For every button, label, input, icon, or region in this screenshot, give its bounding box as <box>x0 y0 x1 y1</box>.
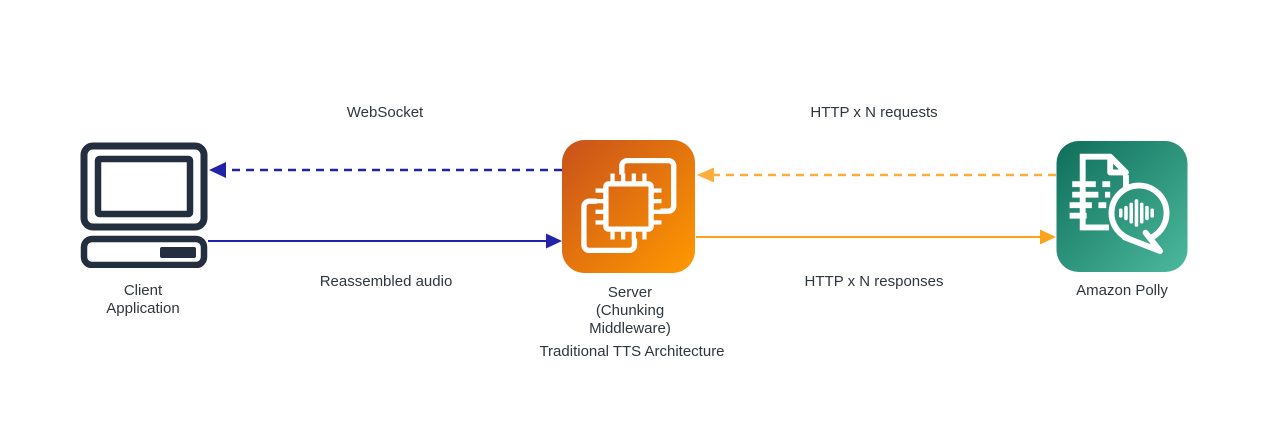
speech-bubble-glyph <box>1108 182 1170 254</box>
websocket-arrow <box>209 162 562 178</box>
client-node <box>80 142 208 268</box>
reassembled-audio-arrow <box>208 233 562 249</box>
client-label-line1: Client <box>123 282 163 299</box>
diagram-title: Traditional TTS Architecture <box>539 343 725 360</box>
server-label-line1: Server <box>607 284 653 301</box>
polly-label: Amazon Polly <box>1076 282 1168 299</box>
server-label-line3: Middleware) <box>589 320 671 337</box>
polly-node <box>1056 141 1188 272</box>
http-responses-label: HTTP x N responses <box>804 273 944 290</box>
http-requests-arrow <box>697 167 1056 183</box>
server-label: Server (Chunking Middleware) <box>550 284 710 338</box>
reassembled-audio-label: Reassembled audio <box>319 273 453 290</box>
document-glyph <box>1069 153 1129 231</box>
server-label-line2: (Chunking <box>595 302 665 319</box>
client-label-line2: Application <box>106 300 180 317</box>
websocket-label: WebSocket <box>346 104 424 121</box>
server-chip-icon <box>562 140 695 273</box>
computer-icon <box>80 142 208 268</box>
client-label: Client Application <box>63 282 223 318</box>
waveform-bars <box>1118 199 1154 227</box>
server-node <box>562 140 695 273</box>
chip-pins <box>595 173 662 240</box>
http-responses-arrow <box>696 229 1056 245</box>
http-requests-label: HTTP x N requests <box>810 104 938 121</box>
amazon-polly-icon <box>1056 141 1188 272</box>
